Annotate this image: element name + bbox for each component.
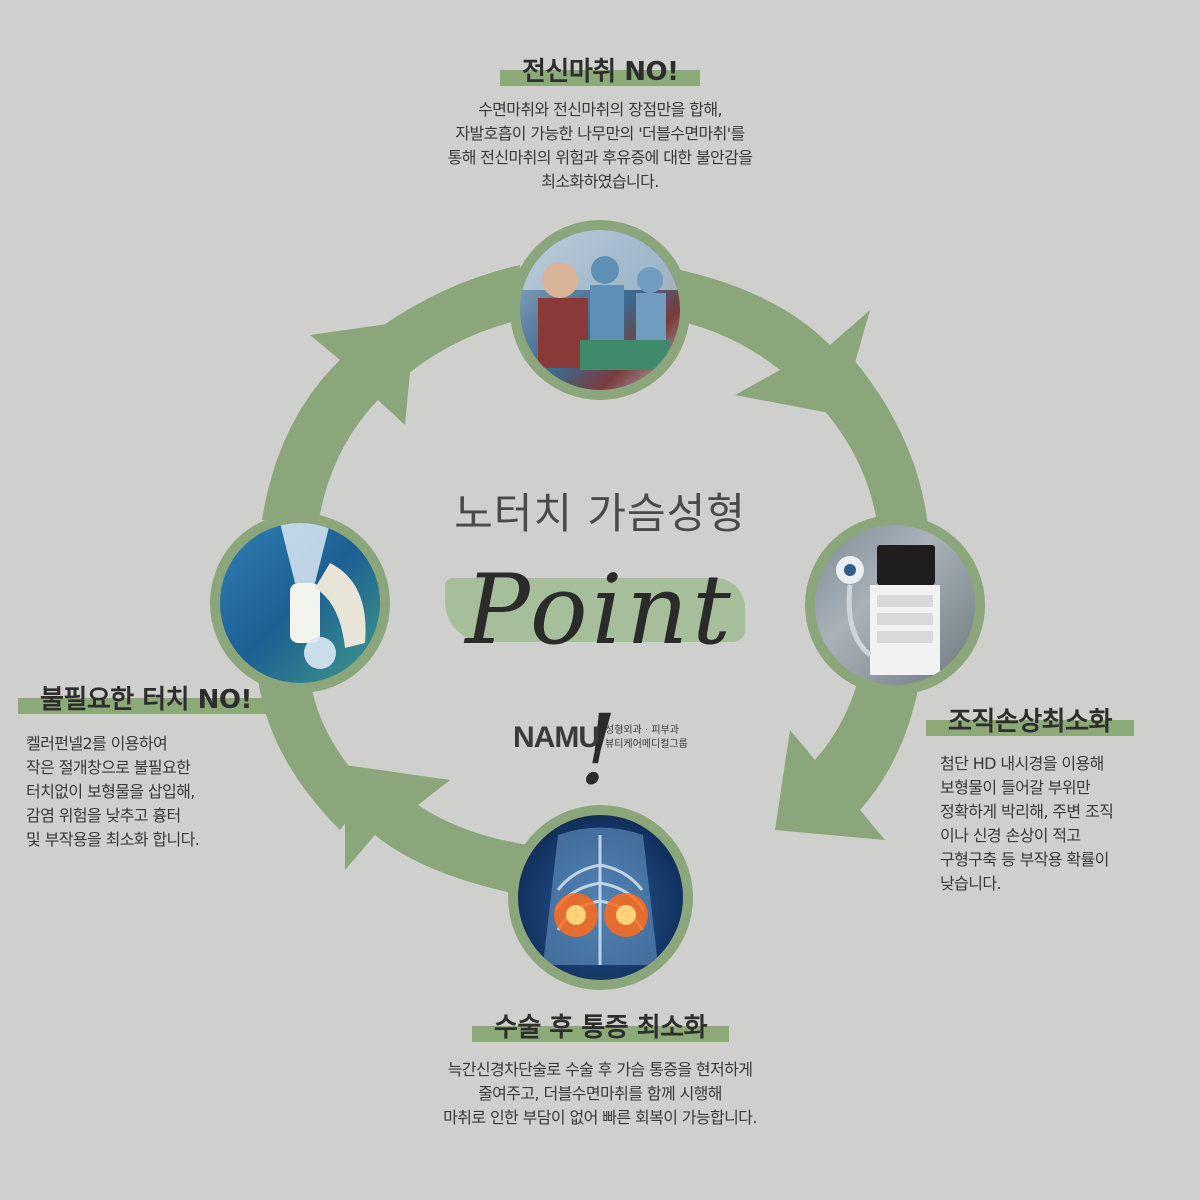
endoscope-tower-illustration (836, 545, 940, 675)
center-title: 노터치 가슴성형 (454, 489, 746, 538)
desc-no-touch: 켈러펀넬2를 이용하여 작은 절개창으로 불필요한 터치없이 보형물을 삽입해,… (26, 732, 256, 852)
point-script: Point ! (440, 540, 760, 806)
anatomy-photo (508, 805, 693, 990)
point-script-text: Point ! (465, 554, 735, 806)
desc-line: 이나 신경 손상이 적고 (940, 826, 1081, 845)
desc-tissue-damage: 첨단 HD 내시경을 이용해 보형물이 들어갈 부위만 정확하게 박리해, 주변… (940, 752, 1170, 896)
keller-funnel-illustration (280, 523, 366, 669)
desc-line: 작은 절개창으로 불필요한 (26, 758, 191, 777)
desc-line: 보형물이 들어갈 부위만 (940, 778, 1091, 797)
heading-tissue-damage: 조직손상최소화 (926, 702, 1134, 742)
logo-name: NAMU (513, 721, 600, 754)
arrow-left (262, 320, 415, 525)
surgery-photo (510, 220, 690, 400)
arrow-top-left (350, 265, 528, 385)
desc-line: 및 부작용을 최소화 합니다. (26, 830, 200, 849)
desc-line: 구형구축 등 부작용 확률이 (940, 850, 1109, 869)
desc-line: 감염 위험을 낮추고 흉터 (26, 806, 181, 825)
arrow-left-lower (258, 680, 370, 830)
desc-line: 낮습니다. (940, 874, 1002, 893)
surgeons-illustration (520, 230, 680, 370)
heading-pain-minimize: 수술 후 통증 최소화 (472, 1008, 730, 1048)
logo-subtitle: 뷰티케어메디컬그룹 (605, 739, 688, 750)
heading-general-anesthesia: 전신마취 NO! (500, 52, 701, 92)
endoscope-photo (805, 515, 985, 695)
desc-line: 자발호흡이 가능한 나무만의 '더블수면마취'를 (455, 124, 745, 143)
arrow-right (815, 355, 930, 560)
desc-line: 마취로 인한 부담이 없어 빠른 회복이 가능합니다. (443, 1108, 757, 1127)
desc-line: 통해 전신마취의 위험과 후유증에 대한 불안감을 (447, 148, 753, 167)
arrow-top-right (655, 265, 870, 415)
brush-stroke (445, 578, 745, 642)
desc-line: 켈러펀넬2를 이용하여 (26, 734, 168, 753)
desc-line: 첨단 HD 내시경을 이용해 (940, 754, 1104, 773)
desc-line: 늑간신경차단술로 수술 후 가슴 통증을 현저하게 (447, 1060, 753, 1079)
desc-line: 수면마취와 전신마취의 장점만을 합해, (478, 100, 722, 119)
desc-pain-minimize: 늑간신경차단술로 수술 후 가슴 통증을 현저하게 줄여주고, 더블수면마취를 … (380, 1058, 820, 1130)
funnel-photo (210, 513, 390, 693)
desc-line: 정확하게 박리해, 주변 조직 (940, 802, 1114, 821)
desc-general-anesthesia: 수면마취와 전신마취의 장점만을 합해, 자발호흡이 가능한 나무만의 '더블수… (400, 98, 800, 194)
logo-subtitle: 성형외과 · 피부과 (605, 725, 679, 736)
desc-line: 터치없이 보형물을 삽입해, (26, 782, 195, 801)
heading-no-touch: 불필요한 터치 NO! (18, 680, 274, 720)
desc-line: 줄여주고, 더블수면마취를 함께 시행해 (478, 1084, 722, 1103)
arrow-bottom (345, 765, 552, 900)
desc-line: 최소화하였습니다. (541, 172, 659, 191)
arrow-right-lower (775, 665, 920, 840)
chest-xray-illustration (543, 827, 658, 965)
